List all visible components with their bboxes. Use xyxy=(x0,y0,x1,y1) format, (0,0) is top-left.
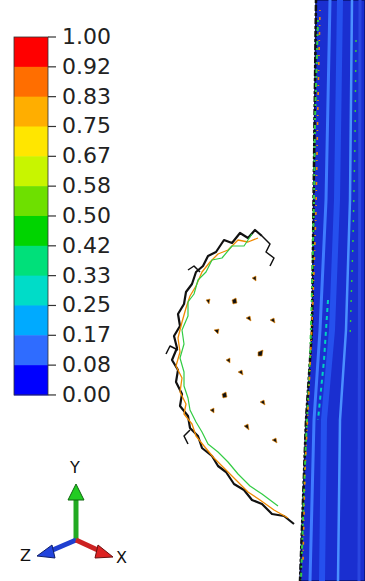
color-band xyxy=(14,37,48,67)
tick-label: 0.00 xyxy=(62,384,111,406)
tick-mark xyxy=(48,335,56,336)
tick-label: 0.33 xyxy=(62,265,111,287)
tick-label: 0.75 xyxy=(62,115,111,137)
color-band xyxy=(14,246,48,276)
tick-mark xyxy=(48,365,56,366)
tick-mark xyxy=(48,305,56,306)
tick-mark xyxy=(48,275,56,276)
debris xyxy=(166,230,294,524)
tick-label: 0.25 xyxy=(62,294,111,316)
tick-label: 0.92 xyxy=(62,56,111,78)
tick-label: 0.50 xyxy=(62,205,111,227)
color-band xyxy=(14,305,48,335)
tick-mark xyxy=(48,245,56,246)
tick-label: 0.83 xyxy=(62,86,111,108)
axis-label: Z xyxy=(20,548,31,564)
axis-triad xyxy=(37,484,113,558)
color-bar-frame xyxy=(14,37,48,395)
tick-mark xyxy=(48,215,56,216)
tick-label: 1.00 xyxy=(62,26,111,48)
color-band xyxy=(14,335,48,365)
tick-label: 0.17 xyxy=(62,324,111,346)
color-band xyxy=(14,216,48,246)
color-band xyxy=(14,156,48,186)
color-band xyxy=(14,276,48,306)
color-band xyxy=(14,67,48,97)
tick-mark xyxy=(48,186,56,187)
color-band xyxy=(14,97,48,127)
tick-mark xyxy=(48,36,56,37)
color-bar xyxy=(14,37,56,395)
tick-mark xyxy=(48,156,56,157)
tick-label: 0.42 xyxy=(62,235,111,257)
axis-label: Y xyxy=(70,460,80,476)
tick-label: 0.58 xyxy=(62,175,111,197)
tick-mark xyxy=(48,66,56,67)
tick-label: 0.08 xyxy=(62,354,111,376)
color-band xyxy=(14,365,48,395)
tick-mark xyxy=(48,96,56,97)
axis-label: X xyxy=(116,550,127,566)
tick-label: 0.67 xyxy=(62,145,111,167)
steel-column xyxy=(300,0,365,581)
color-band xyxy=(14,186,48,216)
color-band xyxy=(14,126,48,156)
tick-mark xyxy=(48,126,56,127)
tick-mark xyxy=(48,394,56,395)
